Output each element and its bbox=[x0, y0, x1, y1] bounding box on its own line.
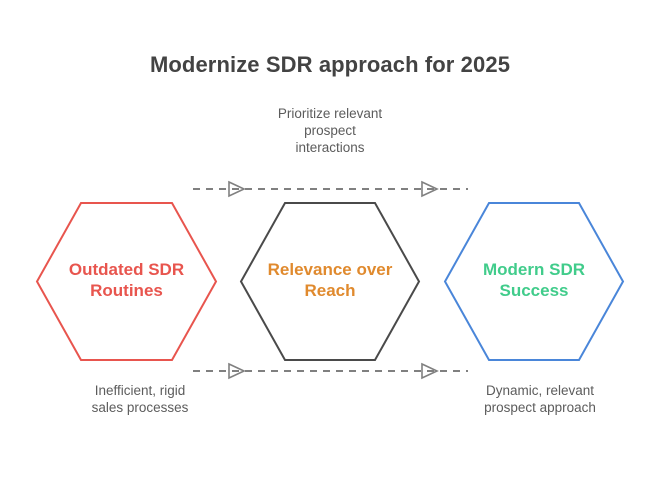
bottom-flow-arrowhead-left bbox=[228, 362, 246, 380]
hexagon-relevance-over-reach[interactable] bbox=[239, 202, 421, 361]
top-flow-arrowhead-left bbox=[228, 180, 246, 198]
bottom-right-caption-line-1: Dynamic, relevant bbox=[485, 383, 595, 398]
bottom-left-caption: Inefficient, rigid sales processes bbox=[40, 382, 240, 416]
bottom-right-caption-line-2: prospect approach bbox=[484, 400, 596, 415]
top-caption: Prioritize relevant prospect interaction… bbox=[230, 105, 430, 156]
bottom-left-caption-line-2: sales processes bbox=[91, 400, 189, 415]
hex-left-line-2: Routines bbox=[90, 281, 163, 300]
bottom-right-caption: Dynamic, relevant prospect approach bbox=[440, 382, 640, 416]
hex-right-line-1: Modern SDR bbox=[483, 260, 585, 279]
top-caption-line-3: interactions bbox=[295, 140, 365, 155]
top-flow-arrow bbox=[193, 180, 468, 198]
page-title: Modernize SDR approach for 2025 bbox=[149, 52, 511, 77]
hex-mid-line-2: Reach bbox=[304, 281, 356, 300]
top-caption-line-1: Prioritize relevant bbox=[277, 106, 383, 121]
hexagon-modern-sdr-success[interactable] bbox=[443, 202, 625, 361]
bottom-flow-arrowhead-right bbox=[421, 362, 439, 380]
top-caption-line-2: prospect bbox=[304, 123, 356, 138]
hexagon-outdated-sdr-routines[interactable] bbox=[35, 202, 218, 361]
hex-left-line-1: Outdated SDR bbox=[68, 260, 185, 279]
hex-mid-line-1: Relevance over bbox=[267, 260, 393, 279]
bottom-left-caption-line-1: Inefficient, rigid bbox=[94, 383, 186, 398]
hexagon-label-relevance-over-reach: Relevance over Reach bbox=[241, 259, 419, 301]
top-flow-arrowhead-right bbox=[421, 180, 439, 198]
hex-right-line-2: Success bbox=[499, 281, 569, 300]
bottom-flow-arrow bbox=[193, 362, 468, 380]
hexagon-label-modern-sdr-success: Modern SDR Success bbox=[445, 259, 623, 301]
hexagon-label-outdated-sdr-routines: Outdated SDR Routines bbox=[37, 259, 216, 301]
